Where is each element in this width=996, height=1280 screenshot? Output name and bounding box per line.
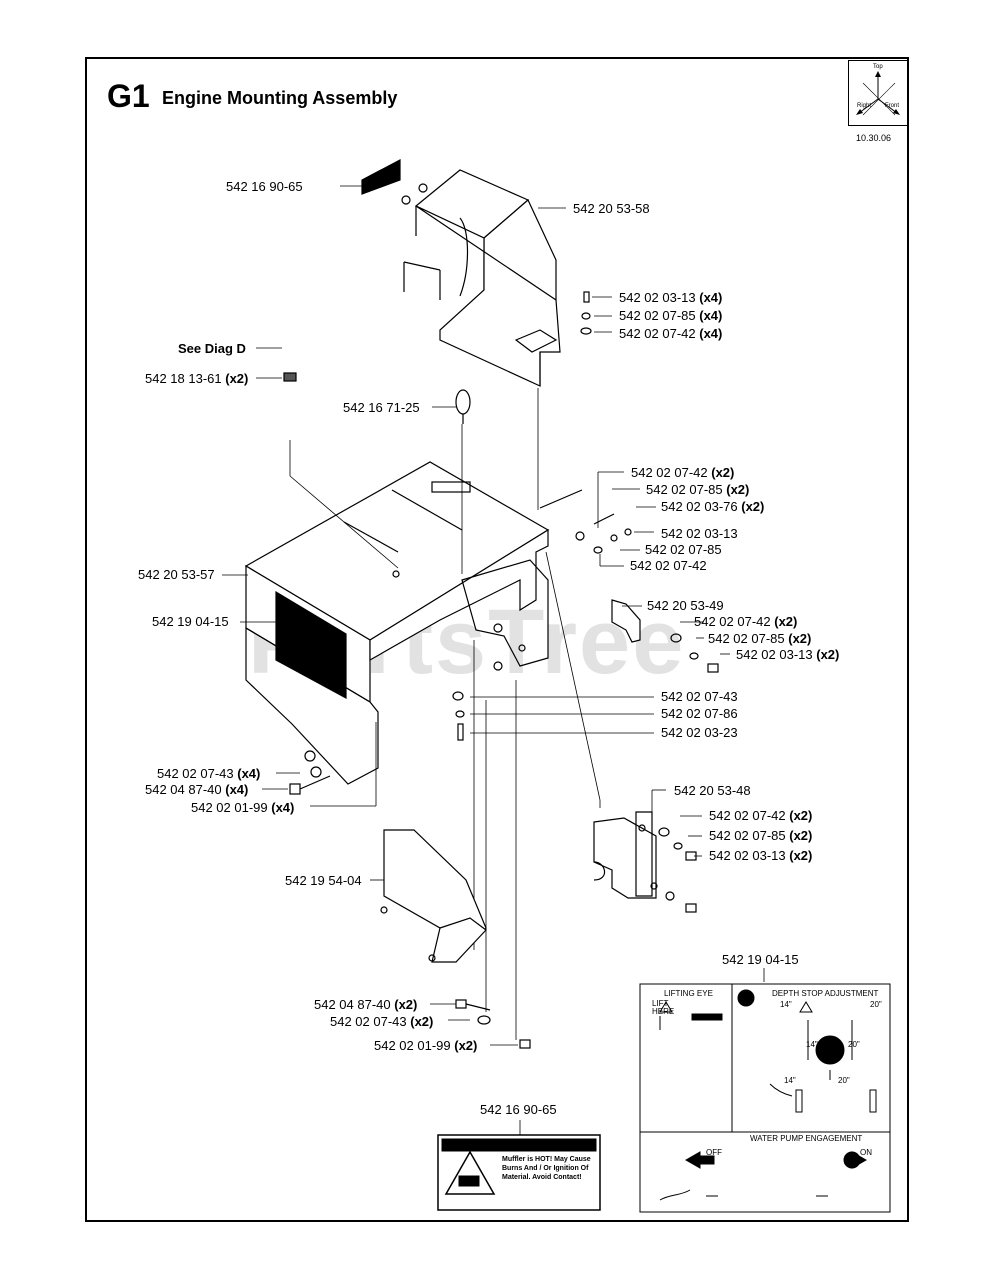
right-bracket-part bbox=[593, 811, 658, 899]
decal-depth-20-b: 20" bbox=[848, 1040, 860, 1049]
part-label-542-02-07-86: 542 02 07-86 bbox=[661, 706, 738, 721]
orient-right-label: Right bbox=[857, 103, 872, 109]
muffler-decal-icon bbox=[361, 159, 401, 195]
diagram-title: Engine Mounting Assembly bbox=[162, 88, 398, 108]
part-label-542-02-07-85-b: 542 02 07-85 bbox=[645, 542, 722, 557]
decal-depth-14-b: 14" bbox=[806, 1040, 818, 1049]
part-label-542-04-87-40-x2: 542 04 87-40 (x2) bbox=[314, 997, 418, 1012]
part-label-542-16-71-25: 542 16 71-25 bbox=[343, 400, 420, 415]
decal-depth-14-c: 14" bbox=[784, 1076, 796, 1085]
diagram-code: G1 bbox=[107, 78, 150, 114]
part-label-542-19-54-04: 542 19 54-04 bbox=[285, 873, 362, 888]
revision-date: 10.30.06 bbox=[856, 133, 892, 143]
see-diag-d-label: See Diag D bbox=[178, 341, 246, 356]
part-label-542-02-01-99-x2: 542 02 01-99 (x2) bbox=[374, 1038, 478, 1053]
decal-depth-20-a: 20" bbox=[870, 1000, 882, 1009]
part-label-542-02-07-85-d: 542 02 07-85 (x2) bbox=[709, 828, 813, 843]
decal-panel-icon bbox=[275, 590, 347, 700]
orientation-axes-icon bbox=[856, 71, 900, 116]
part-label-542-02-07-42-b: 542 02 07-42 bbox=[630, 558, 707, 573]
part-label-542-20-53-58: 542 20 53-58 bbox=[573, 201, 650, 216]
part-label-542-02-01-99-x4: 542 02 01-99 (x4) bbox=[191, 800, 295, 815]
part-label-542-16-90-65: 542 16 90-65 bbox=[226, 179, 303, 194]
decal-depth-stop: DEPTH STOP ADJUSTMENT bbox=[772, 989, 879, 998]
orientation-indicator: Top Right Front bbox=[848, 60, 908, 126]
muffler-warning-text: Muffler is HOT! May Cause Burns And / Or… bbox=[502, 1156, 591, 1181]
decal-lifting-eye: LIFTING EYE bbox=[664, 989, 713, 998]
engine-cover-part bbox=[403, 169, 561, 387]
decal-on: ON bbox=[860, 1148, 872, 1157]
part-label-542-02-07-43: 542 02 07-43 bbox=[661, 689, 738, 704]
decal-off: OFF bbox=[706, 1148, 722, 1157]
part-label-542-20-53-49: 542 20 53-49 bbox=[647, 598, 724, 613]
diagram-frame bbox=[85, 57, 909, 1222]
part-label-542-20-53-48: 542 20 53-48 bbox=[674, 783, 751, 798]
info-decal-panel bbox=[639, 983, 891, 1213]
part-label-542-02-07-43-x4: 542 02 07-43 (x4) bbox=[157, 766, 261, 781]
part-label-542-04-87-40-x4: 542 04 87-40 (x4) bbox=[145, 782, 249, 797]
orient-top-label: Top bbox=[873, 64, 883, 70]
part-label-542-02-07-42-x2: 542 02 07-42 (x2) bbox=[631, 465, 735, 480]
lower-shield-part bbox=[380, 829, 487, 963]
part-label-542-02-03-13: 542 02 03-13 (x4) bbox=[619, 290, 723, 305]
part-label-542-02-07-43-x2: 542 02 07-43 (x2) bbox=[330, 1014, 434, 1029]
part-label-542-19-04-15: 542 19 04-15 bbox=[152, 614, 229, 629]
part-label-542-02-03-13-c: 542 02 03-13 (x2) bbox=[736, 647, 840, 662]
part-label-542-02-07-42-c: 542 02 07-42 (x2) bbox=[694, 614, 798, 629]
part-label-542-02-03-76: 542 02 03-76 (x2) bbox=[661, 499, 765, 514]
part-label-542-02-03-13-d: 542 02 03-13 (x2) bbox=[709, 848, 813, 863]
part-label-542-02-07-85: 542 02 07-85 (x4) bbox=[619, 308, 723, 323]
part-label-542-02-03-23: 542 02 03-23 bbox=[661, 725, 738, 740]
part-label-542-20-53-57: 542 20 53-57 bbox=[138, 567, 215, 582]
decal-water-pump: WATER PUMP ENGAGEMENT bbox=[750, 1134, 863, 1143]
muffler-warning-decal bbox=[437, 1134, 601, 1211]
part-label-542-02-03-13-b: 542 02 03-13 bbox=[661, 526, 738, 541]
part-label-542-02-07-42: 542 02 07-42 (x4) bbox=[619, 326, 723, 341]
part-label-542-16-90-65-b: 542 16 90-65 bbox=[480, 1102, 557, 1117]
part-label-542-02-07-42-d: 542 02 07-42 (x2) bbox=[709, 808, 813, 823]
decal-depth-14-a: 14" bbox=[780, 1000, 792, 1009]
decal-depth-20-c: 20" bbox=[838, 1076, 850, 1085]
part-label-542-18-13-61: 542 18 13-61 (x2) bbox=[145, 371, 249, 386]
part-label-542-02-07-85-c: 542 02 07-85 (x2) bbox=[708, 631, 812, 646]
part-label-542-02-07-85-x2: 542 02 07-85 (x2) bbox=[646, 482, 750, 497]
part-label-542-19-04-15-b: 542 19 04-15 bbox=[722, 952, 799, 967]
decal-lift-here: LIFT HERE bbox=[652, 999, 675, 1016]
orient-front-label: Front bbox=[885, 103, 900, 109]
